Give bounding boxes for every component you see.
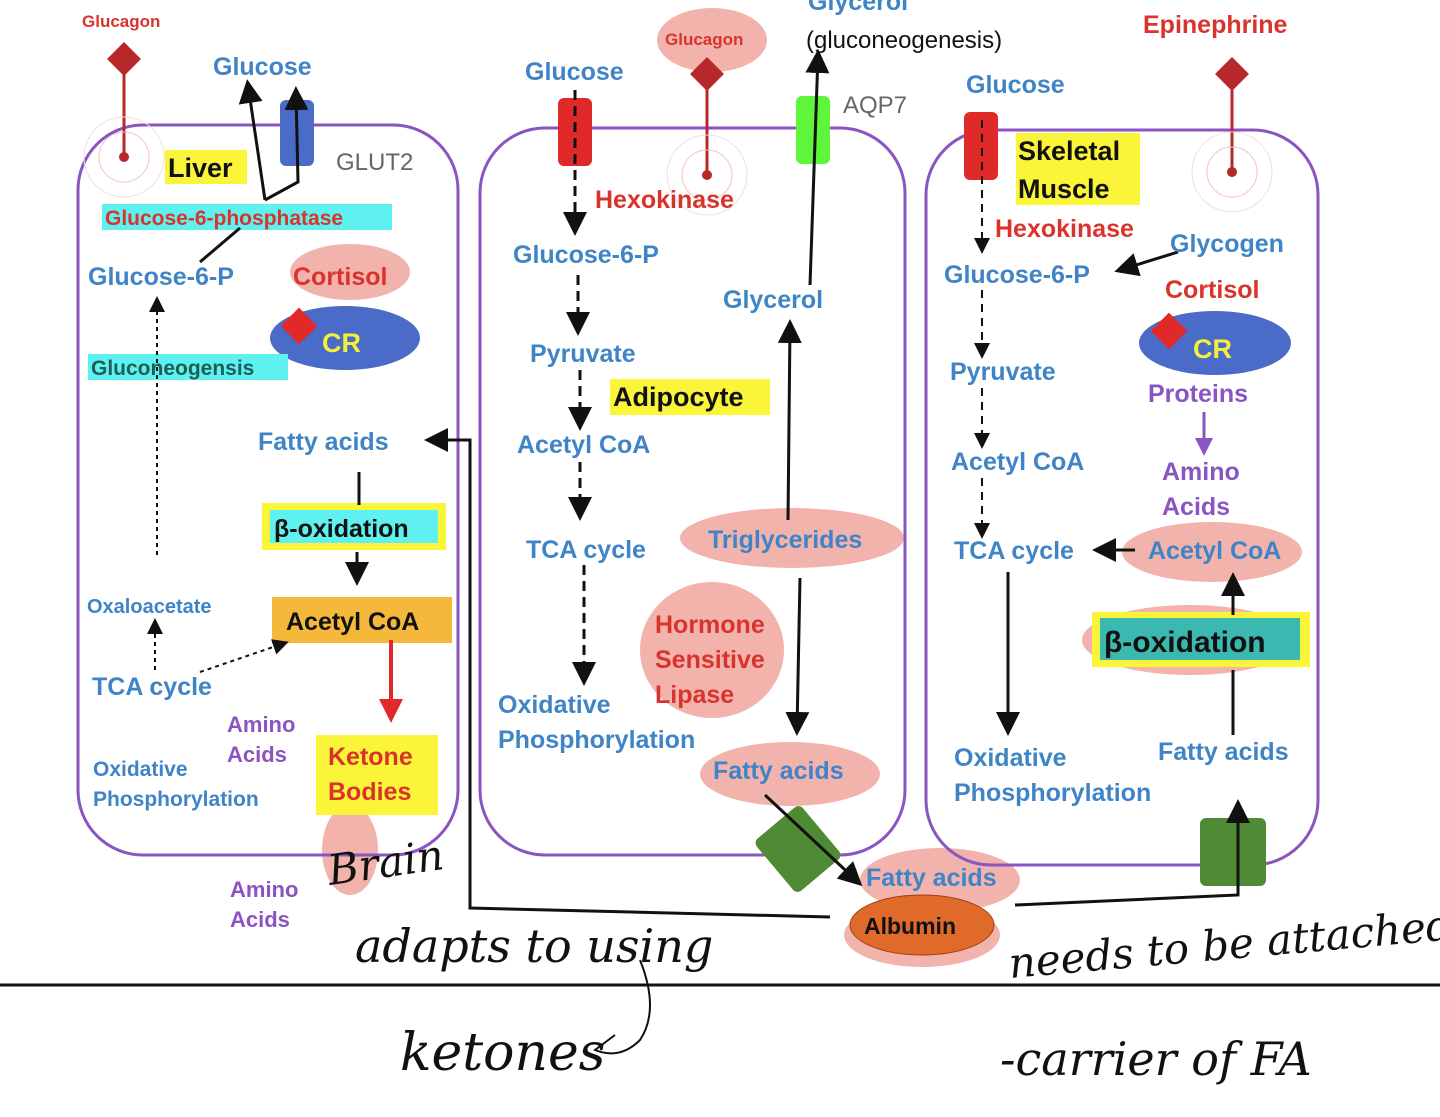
glut2-label: GLUT2 — [336, 149, 413, 176]
muscle-cell — [924, 128, 1320, 867]
g6p-label-liver: Glucose-6-P — [88, 263, 234, 291]
oxphos-label-liver: Oxidative — [93, 758, 188, 781]
amino-acids-label-liver-2: Acids — [227, 742, 287, 767]
liver-cell — [76, 123, 460, 857]
hexokinase-label-muscle: Hexokinase — [995, 215, 1134, 243]
glucose-label-muscle: Glucose — [966, 71, 1065, 99]
liver-title: Liver — [168, 153, 233, 183]
cr-label-muscle: CR — [1193, 334, 1232, 364]
fatty-acids-blood-label: Fatty acids — [866, 864, 997, 892]
g6p-label-adipocyte: Glucose-6-P — [513, 241, 659, 269]
oxphos-label-muscle: Oxidative — [954, 744, 1067, 772]
tca-label-liver: TCA cycle — [92, 673, 212, 701]
glucose-6-phosphatase-label: Glucose-6-phosphatase — [105, 207, 343, 230]
beta-oxidation-label-liver: β-oxidation — [274, 515, 409, 543]
handwritten-adapts: adapts to using — [355, 919, 713, 973]
ketone-bodies-label: Ketone — [328, 743, 413, 771]
fatty-acids-label-adipocyte: Fatty acids — [713, 757, 844, 785]
acetyl-coa-label-muscle: Acetyl CoA — [1148, 537, 1281, 565]
glycerol-out-label: Glycerol — [808, 0, 908, 16]
beta-oxidation-label-muscle: β-oxidation — [1104, 626, 1266, 659]
glucose-label-adipocyte: Glucose — [525, 58, 624, 86]
oxphos-label-adipocyte-2: Phosphorylation — [498, 726, 695, 754]
pyruvate-label-muscle: Pyruvate — [950, 358, 1056, 386]
proteins-label: Proteins — [1148, 380, 1248, 408]
handwritten-carrier: -carrier of FA — [1000, 1032, 1312, 1086]
oxphos-label-muscle-2: Phosphorylation — [954, 779, 1151, 807]
hsl-label: Hormone — [655, 611, 765, 639]
pathway-arrows — [147, 49, 1250, 919]
aqp7-channel — [796, 96, 830, 164]
tca-label-adipocyte: TCA cycle — [526, 536, 646, 564]
pyruvate-label-adipocyte: Pyruvate — [530, 340, 636, 368]
adipocyte-title: Adipocyte — [613, 382, 744, 412]
cortisol-label-muscle: Cortisol — [1165, 276, 1259, 304]
amino-acids-label-muscle-2: Acids — [1162, 493, 1230, 521]
fatty-acids-label-liver: Fatty acids — [258, 428, 389, 456]
gluconeogenesis-label: Gluconeogensis — [91, 357, 254, 380]
glucagon-receptor-liver — [83, 42, 165, 198]
glucagon-label-liver: Glucagon — [82, 12, 160, 31]
glucose-transporter-muscle — [964, 112, 998, 180]
amino-acids-outside: Amino — [230, 877, 298, 902]
fatty-acids-label-muscle: Fatty acids — [1158, 738, 1289, 766]
muscle-title: Skeletal — [1018, 136, 1120, 166]
fatty-acid-transporter-muscle — [1200, 818, 1266, 886]
cr-label-liver: CR — [322, 328, 361, 358]
handwritten-arrow — [592, 959, 651, 1055]
albumin-carrier — [849, 894, 995, 956]
acetyl-coa-label-adipocyte: Acetyl CoA — [517, 431, 650, 459]
epinephrine-receptor — [1191, 57, 1273, 213]
amino-acids-label-liver: Amino — [227, 712, 295, 737]
tca-label-muscle: TCA cycle — [954, 537, 1074, 565]
handwritten-needs-attached: needs to be attached — [1007, 900, 1440, 988]
acetyl-coa-label-liver: Acetyl CoA — [286, 608, 419, 636]
g6p-label-muscle: Glucose-6-P — [944, 261, 1090, 289]
cortisol-label-liver: Cortisol — [293, 263, 387, 291]
adipocyte-cell — [478, 126, 907, 857]
amino-acids-label-muscle: Amino — [1162, 458, 1240, 486]
gluconeogenesis-note: (gluconeogenesis) — [806, 27, 1002, 54]
handwritten-ketones: ketones — [400, 1023, 605, 1083]
hsl-label-3: Lipase — [655, 681, 734, 709]
hexokinase-label-adipocyte: Hexokinase — [595, 186, 734, 214]
acetyl-coa-label-muscle-left: Acetyl CoA — [951, 448, 1084, 476]
glycogen-label: Glycogen — [1170, 230, 1284, 258]
amino-acids-outside-2: Acids — [230, 907, 290, 932]
hsl-label-2: Sensitive — [655, 646, 765, 674]
triglycerides-label: Triglycerides — [708, 526, 862, 554]
oxphos-label-adipocyte: Oxidative — [498, 691, 611, 719]
epinephrine-label: Epinephrine — [1143, 11, 1288, 39]
oxphos-label-liver-2: Phosphorylation — [93, 788, 259, 811]
ketone-bodies-label-2: Bodies — [328, 778, 411, 806]
muscle-title-2: Muscle — [1018, 174, 1110, 204]
glucose-label-liver: Glucose — [213, 53, 312, 81]
glycerol-label: Glycerol — [723, 286, 823, 314]
oxaloacetate-label: Oxaloacetate — [87, 596, 212, 618]
glucagon-label-adipocyte: Glucagon — [665, 30, 743, 49]
albumin-label: Albumin — [864, 913, 956, 939]
fatty-acid-transporter-adipocyte — [755, 806, 841, 892]
aqp7-label: AQP7 — [843, 92, 907, 119]
